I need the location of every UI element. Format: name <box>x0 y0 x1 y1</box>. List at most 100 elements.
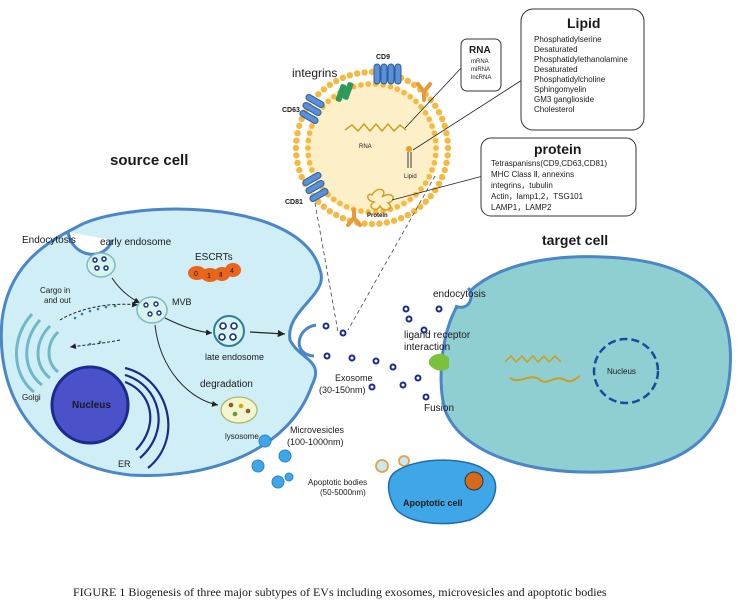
escrts-label: ESCRTs <box>195 252 233 263</box>
lipid-molecule <box>406 146 412 168</box>
target-endocytosis-notch <box>454 286 473 309</box>
lipid-head <box>331 196 337 203</box>
lipid-head <box>325 98 331 105</box>
rna-box <box>460 38 502 92</box>
lipid-head <box>432 152 439 159</box>
early-endosome <box>86 252 116 278</box>
exosome-label: Exosome <box>335 373 373 383</box>
lipid-head <box>306 130 313 136</box>
lipid-head <box>296 122 303 130</box>
cd81-protein <box>302 172 329 202</box>
protein-molecule <box>367 188 394 211</box>
lipid-head <box>441 122 448 130</box>
lipid-head <box>358 82 364 88</box>
arrow-to-mvb <box>111 277 141 304</box>
ligand-label-2: interaction <box>404 342 450 353</box>
lipid-head <box>354 70 361 77</box>
lysosome <box>220 396 258 424</box>
lipid-head <box>296 166 303 174</box>
lipid-head <box>444 144 452 152</box>
early-endosome-label: early endosome <box>100 237 172 248</box>
escrt-1: 1 <box>207 273 211 280</box>
apoptotic-cell-label: Apoptotic cell <box>403 498 463 508</box>
lipid-head <box>418 186 424 192</box>
rna-item-0: mRNA <box>471 59 489 65</box>
lipid-head <box>320 203 327 210</box>
protein-inner-label: Protein <box>367 213 388 219</box>
target-nucleus-label: Nucleus <box>607 367 636 376</box>
source-nucleus-label: Nucleus <box>72 400 111 411</box>
cargo-label-2: and out <box>44 296 71 305</box>
rna-strand <box>344 122 407 133</box>
protein-box <box>480 137 637 217</box>
target-endocytosis-label: endocytosis <box>433 289 486 300</box>
lipid-head <box>339 74 347 82</box>
figure-caption: FIGURE 1 Biogenesis of three major subty… <box>73 585 607 599</box>
lipid-head <box>429 167 435 173</box>
lipid-head <box>429 123 435 129</box>
lipid-head <box>439 173 446 181</box>
lipid-head <box>387 83 394 90</box>
exosome-particles <box>322 305 443 401</box>
lipid-head <box>401 89 407 96</box>
apoptotic-bodies-label: Apoptotic bodies <box>308 478 367 487</box>
protein-box-title: protein <box>534 141 581 157</box>
lipid-head <box>427 96 434 104</box>
rna-item-2: lncRNA <box>471 75 491 81</box>
protein-item-0: Tetraspanisns(CD9,CD63,CD81) <box>491 159 607 168</box>
lipid-head <box>361 69 368 76</box>
lipid-head <box>365 209 372 215</box>
lipid-head <box>441 166 448 174</box>
lipid-item-7: Cholesterol <box>534 105 575 114</box>
integrins-label: integrins <box>292 66 337 80</box>
escrt-4: 4 <box>230 268 234 275</box>
late-endosome-vesicles <box>218 322 238 341</box>
lipid-head <box>427 193 434 200</box>
lipid-head <box>337 200 343 207</box>
lipid-item-0: Phosphatidylserine <box>534 35 602 44</box>
lipid-head <box>422 180 429 186</box>
zoom-line-left <box>314 202 339 333</box>
cd81-label: CD81 <box>285 199 303 206</box>
lipid-item-6: GM3 ganglioside <box>534 95 595 104</box>
arrow-to-lysosome <box>154 324 219 407</box>
rna-callout <box>404 65 464 129</box>
microvesicles-size: (100-1000nm) <box>287 437 344 447</box>
lipid-head <box>387 206 394 213</box>
lipid-head <box>431 160 438 166</box>
rna-item-1: miRNA <box>471 67 490 73</box>
lipid-head <box>397 215 405 222</box>
lipid-head <box>439 115 446 123</box>
lysosome-label: lysosome <box>225 432 259 441</box>
lipid-head <box>294 130 301 137</box>
target-protein-strand <box>509 375 581 383</box>
lipid-head <box>444 137 451 144</box>
lipid-head <box>407 93 414 100</box>
lipid-head <box>305 137 312 144</box>
lipid-head <box>361 220 368 227</box>
er <box>124 366 170 469</box>
lipid-head <box>346 72 354 79</box>
ligand-receptor <box>429 353 449 371</box>
rna-inner-label: RNA <box>359 144 372 150</box>
lipid-head <box>401 200 407 207</box>
cd63-protein <box>299 94 325 124</box>
protein-item-4: LAMP1，LAMP2 <box>491 203 552 212</box>
apoptotic-bodies <box>375 455 410 473</box>
lipid-head <box>432 102 439 110</box>
lipid-head <box>432 187 439 194</box>
source-cell-title: source cell <box>110 152 188 169</box>
early-endosome-vesicles <box>92 256 109 271</box>
lipid-head <box>309 167 315 173</box>
target-cell-title: target cell <box>542 232 608 248</box>
lipid-box-title: Lipid <box>567 15 600 31</box>
lipid-head <box>298 173 305 181</box>
cargo-in-arrow <box>59 301 139 321</box>
microvesicle-particles <box>251 434 294 489</box>
lipid-head <box>443 130 450 137</box>
lipid-head <box>444 152 451 159</box>
target-rna <box>504 354 562 364</box>
lipid-head <box>404 77 411 85</box>
lipid-item-2: Phosphatidylethanolamine <box>534 55 628 64</box>
